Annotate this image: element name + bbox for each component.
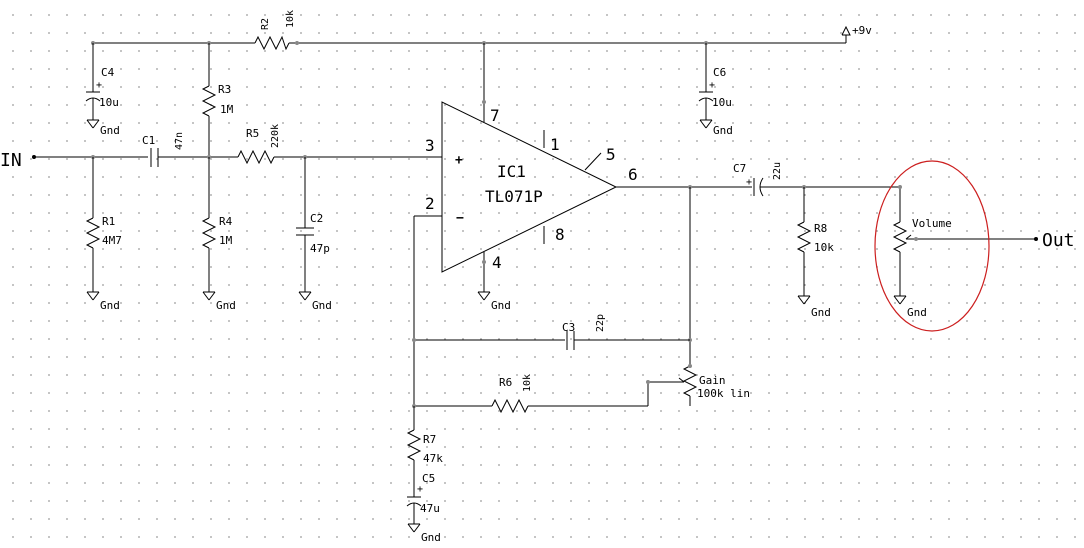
c6-ref: C6 bbox=[713, 66, 726, 79]
r6-value: 10k bbox=[522, 374, 533, 392]
r1-value: 4M7 bbox=[102, 234, 122, 247]
c4-ref: C4 bbox=[101, 66, 115, 79]
capacitor-c3[interactable]: C3 22p bbox=[562, 314, 690, 350]
gnd-label: Gnd bbox=[713, 124, 733, 137]
feedback-wires bbox=[412, 187, 692, 430]
ground-c4: Gnd bbox=[86, 119, 120, 137]
capacitor-c6[interactable]: + C6 10u bbox=[698, 43, 732, 120]
gnd-label: Gnd bbox=[907, 306, 927, 319]
output-label: Out bbox=[1042, 230, 1075, 251]
svg-text:+: + bbox=[417, 484, 423, 495]
pin-7: 7 bbox=[490, 106, 500, 125]
svg-text:+: + bbox=[96, 80, 102, 91]
pin-6: 6 bbox=[628, 165, 638, 184]
r6-ref: R6 bbox=[499, 376, 512, 389]
volume-label: Volume bbox=[912, 217, 952, 230]
r5-value: 220k bbox=[270, 124, 281, 148]
pin-5: 5 bbox=[606, 145, 616, 164]
gain-value: 100k lin bbox=[697, 387, 750, 400]
output-wire bbox=[648, 185, 752, 189]
gnd-label: Gnd bbox=[491, 299, 511, 312]
ground-r1: Gnd bbox=[86, 291, 120, 312]
input-node: IN bbox=[0, 150, 148, 171]
resistor-r1[interactable]: R1 4M7 bbox=[85, 157, 122, 292]
c5-ref: C5 bbox=[422, 472, 435, 485]
input-label: IN bbox=[0, 150, 22, 171]
gnd-label: Gnd bbox=[421, 531, 441, 544]
c1-ref: C1 bbox=[142, 134, 155, 147]
capacitor-c1[interactable]: C1 47n bbox=[142, 132, 238, 167]
opamp-ref: IC1 bbox=[497, 162, 526, 181]
resistor-r4[interactable]: R4 1M bbox=[201, 157, 233, 292]
r3-value: 1M bbox=[220, 103, 234, 116]
r4-ref: R4 bbox=[219, 215, 233, 228]
pin-3: 3 bbox=[425, 136, 435, 155]
svg-text:+: + bbox=[709, 80, 715, 91]
c7-ref: C7 bbox=[733, 162, 746, 175]
gnd-label: Gnd bbox=[100, 124, 120, 137]
ground-r4: Gnd bbox=[202, 291, 236, 312]
c6-value: 10u bbox=[712, 96, 732, 109]
gnd-label: Gnd bbox=[312, 299, 332, 312]
volume-highlight-circle bbox=[874, 160, 990, 332]
pin-2: 2 bbox=[425, 194, 435, 213]
opamp-minus: − bbox=[456, 211, 464, 226]
top-rail bbox=[91, 35, 847, 45]
gnd-label: Gnd bbox=[216, 299, 236, 312]
opamp-ic1[interactable]: + − IC1 TL071P 3 2 7 1 5 6 8 4 bbox=[414, 43, 648, 292]
capacitor-c5[interactable]: + C5 47u bbox=[406, 472, 440, 524]
pin-1: 1 bbox=[550, 135, 560, 154]
c3-ref: C3 bbox=[562, 321, 575, 334]
ground-r8: Gnd bbox=[797, 295, 831, 319]
resistor-r2[interactable]: R2 10k bbox=[254, 10, 296, 51]
r7-ref: R7 bbox=[423, 433, 436, 446]
svg-text:+: + bbox=[746, 177, 752, 188]
gain-potentiometer[interactable]: Gain 100k lin bbox=[646, 364, 750, 406]
volume-potentiometer[interactable]: Volume bbox=[892, 185, 1036, 296]
opamp-part: TL071P bbox=[485, 187, 543, 206]
power-label: +9v bbox=[852, 24, 872, 37]
r5-ref: R5 bbox=[246, 127, 259, 140]
ground-c5: Gnd bbox=[407, 523, 441, 544]
resistor-r5[interactable]: R5 220k bbox=[237, 124, 420, 165]
c5-value: 47u bbox=[420, 502, 440, 515]
capacitor-c2[interactable]: C2 47p bbox=[296, 157, 330, 292]
c4-value: 10u bbox=[99, 96, 119, 109]
capacitor-c7[interactable]: + C7 22u bbox=[733, 162, 900, 197]
c1-value: 47n bbox=[174, 132, 185, 150]
output-node: Out bbox=[1034, 230, 1075, 251]
c7-value: 22u bbox=[772, 162, 783, 180]
r3-ref: R3 bbox=[218, 83, 231, 96]
capacitor-c4[interactable]: + C4 10u bbox=[85, 43, 119, 120]
power-symbol: +9v bbox=[841, 24, 872, 37]
c3-value: 22p bbox=[595, 314, 606, 332]
resistor-r3[interactable]: R3 1M bbox=[201, 43, 234, 157]
r7-value: 47k bbox=[423, 452, 443, 465]
r2-value: 10k bbox=[285, 10, 296, 28]
r2-ref: R2 bbox=[260, 18, 271, 30]
c2-value: 47p bbox=[310, 242, 330, 255]
opamp-plus: + bbox=[455, 153, 463, 168]
r1-ref: R1 bbox=[102, 215, 115, 228]
pin-4: 4 bbox=[492, 253, 502, 272]
gnd-label: Gnd bbox=[811, 306, 831, 319]
resistor-r7[interactable]: R7 47k bbox=[406, 406, 443, 497]
c2-ref: C2 bbox=[310, 212, 323, 225]
gain-ref: Gain bbox=[699, 374, 726, 387]
resistor-r6[interactable]: R6 10k bbox=[491, 374, 648, 414]
gnd-label: Gnd bbox=[100, 299, 120, 312]
ground-c2: Gnd bbox=[298, 291, 332, 312]
ground-c6: Gnd bbox=[699, 119, 733, 137]
r8-ref: R8 bbox=[814, 222, 827, 235]
r8-value: 10k bbox=[814, 241, 834, 254]
pin-8: 8 bbox=[555, 225, 565, 244]
r4-value: 1M bbox=[219, 234, 233, 247]
resistor-r8[interactable]: R8 10k bbox=[796, 187, 834, 296]
ground-ic1: Gnd bbox=[477, 291, 511, 312]
ground-volume: Gnd bbox=[893, 295, 927, 319]
